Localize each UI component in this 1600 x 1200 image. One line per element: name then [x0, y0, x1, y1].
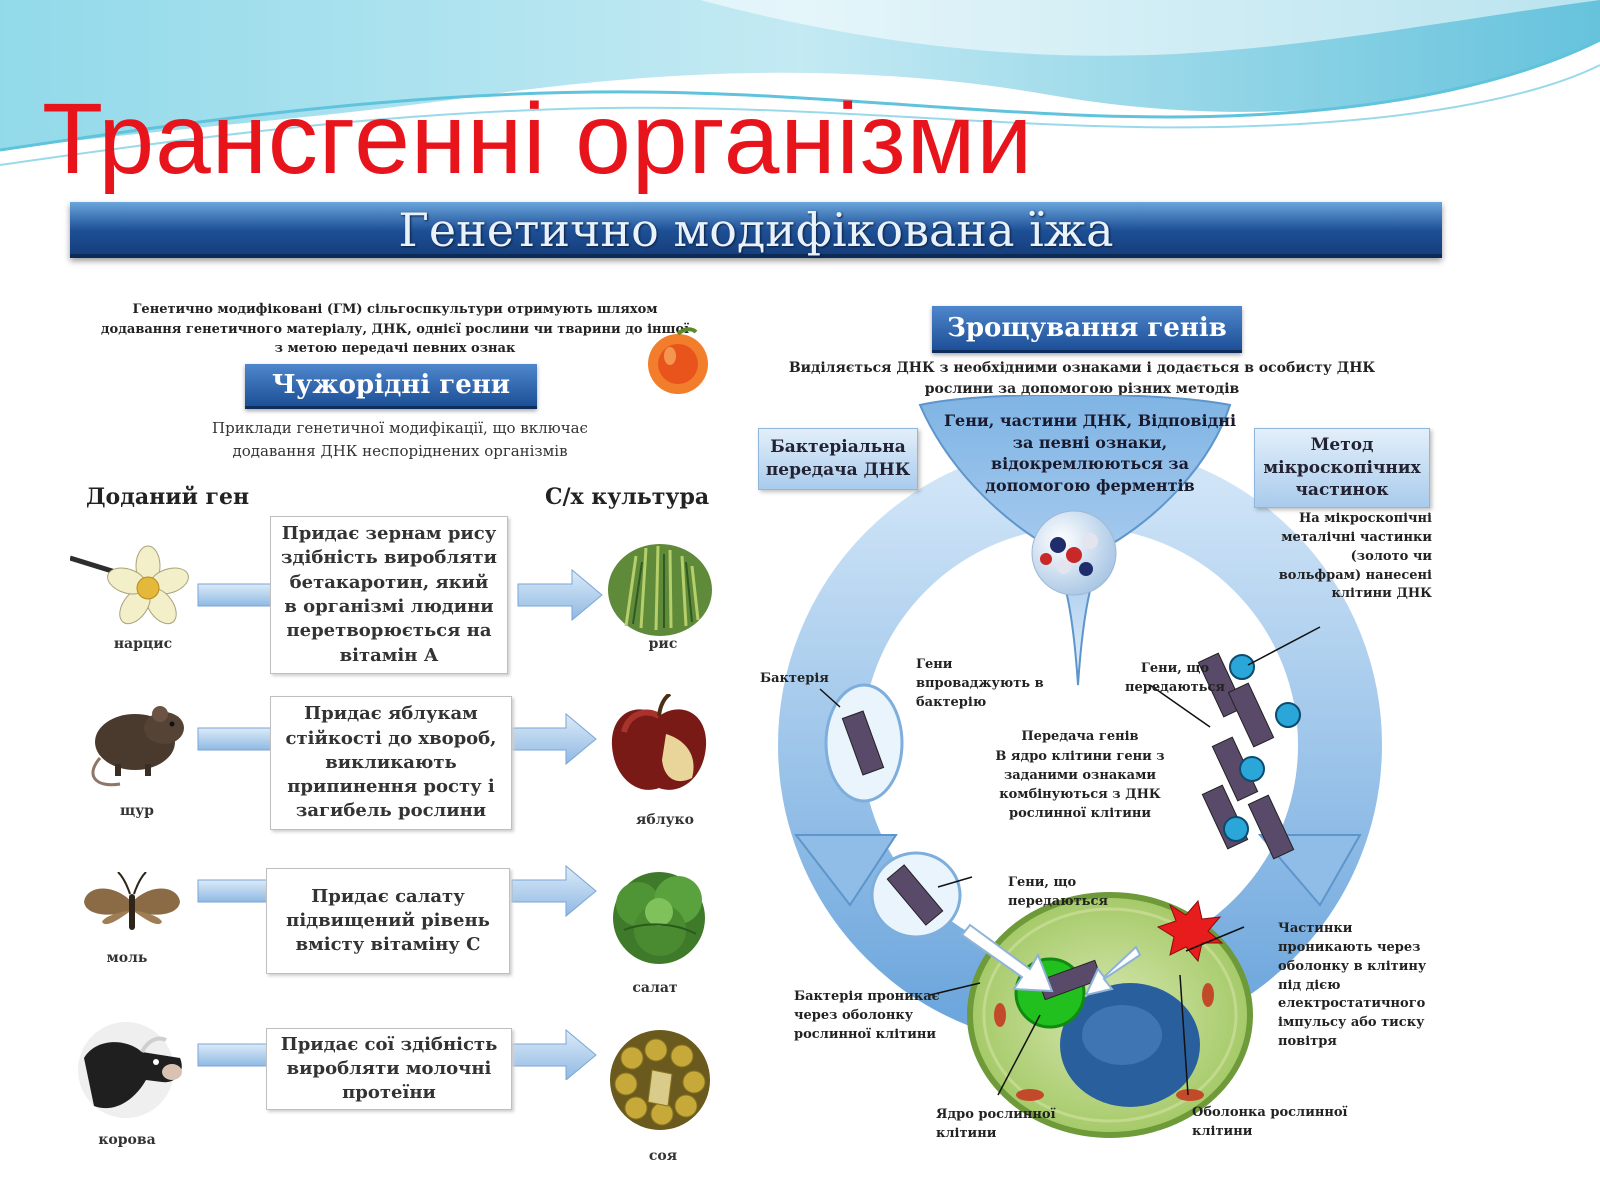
slide-title: Трансгенні організми [42, 83, 1034, 195]
column-header-added-gene: Доданий ген [86, 484, 250, 510]
crop-label: соя [648, 1148, 678, 1164]
membrane-label: Оболонка рослинної клітини [1192, 1105, 1348, 1139]
moth-icon [84, 872, 180, 930]
donor-label: корова [98, 1132, 156, 1148]
microparticle-note: На мікроскопічні металічні частинки (зол… [1278, 511, 1432, 602]
soybean-icon [610, 1030, 710, 1130]
gene-transfer-cycle [778, 395, 1382, 1138]
banner-bar [70, 202, 1442, 258]
gene-splicing-button: Зрощування генів [932, 306, 1242, 353]
fruit-icon [648, 327, 708, 394]
trait-box: Придає сої здібність виробляти молочні п… [266, 1028, 512, 1110]
nucleus-label: Ядро рослинної клітини [936, 1107, 1056, 1141]
donor-label: моль [106, 950, 148, 966]
donor-label: щур [120, 803, 154, 819]
trait-box: Придає салату підвищений рівень вмісту в… [266, 868, 510, 974]
apple-icon [611, 694, 707, 790]
foreign-genes-button: Чужорідні гени [245, 364, 537, 409]
transfer-text: В ядро клітини гени з заданими ознаками … [995, 749, 1165, 821]
donor-label: нарцис [113, 636, 173, 652]
trait-box: Придає зернам рису здібність виробляти б… [270, 516, 508, 674]
bacterium-penetrates-label: Бактерія проникає через оболонку рослинн… [794, 989, 940, 1042]
rice-icon [608, 544, 712, 636]
rat-icon [91, 706, 184, 787]
narcissus-icon [70, 545, 189, 625]
intro-text: Генетично модифіковані (ГМ) сільгоспкуль… [100, 302, 690, 356]
cow-icon [78, 1022, 182, 1118]
microparticle-method-box: Метод мікроскопічних частинок [1254, 428, 1430, 508]
column-header-crop: С/х культура [545, 484, 710, 510]
gene-splicing-caption: Виділяється ДНК з необхідними ознаками і… [788, 360, 1376, 397]
foreign-genes-caption: Приклади генетичної модифікації, що вклю… [212, 419, 588, 460]
bacterial-transfer-box: Бактеріальна передача ДНК [758, 428, 918, 490]
bacterium-label: Бактерія [760, 671, 829, 686]
lettuce-icon [613, 872, 705, 964]
genes-transferred-left-label: Гени, що передаються [1008, 875, 1108, 909]
particles-penetrate-label: Частинки проникають через оболонку в клі… [1278, 921, 1427, 1050]
crop-label: салат [632, 980, 678, 996]
funnel-text: Гени, частини ДНК, Відповідні за певні о… [943, 411, 1237, 495]
top-wave-decoration [0, 0, 1600, 166]
row-arrows [197, 568, 603, 1080]
genes-transferred-right-label: Гени, що передаються [1125, 661, 1225, 695]
crop-label: яблуко [636, 812, 694, 828]
genes-into-bacterium-label: Гени впроваджують в бактерію [916, 657, 1044, 710]
transfer-title: Передача генів [1021, 729, 1139, 744]
crop-label: рис [648, 636, 678, 652]
banner-title: Генетично модифікована їжа [398, 203, 1114, 257]
trait-box: Придає яблукам стійкості до хвороб, викл… [270, 696, 512, 830]
